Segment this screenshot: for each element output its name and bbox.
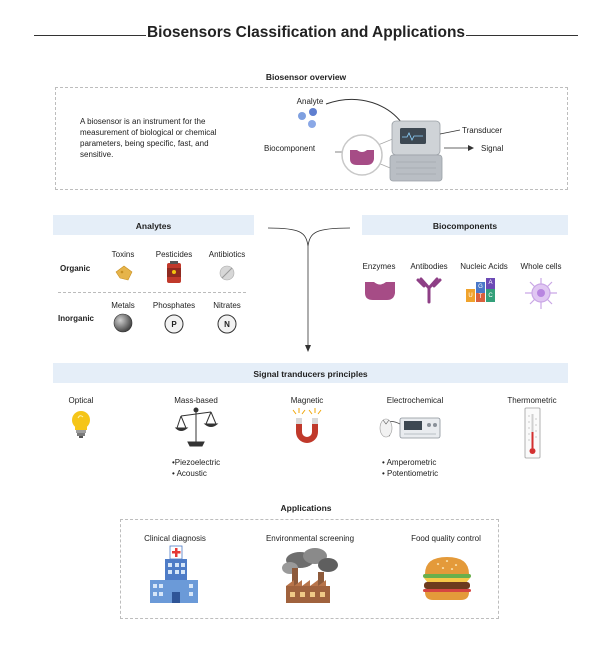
electrochemical-device-icon [379,417,441,439]
acoustic-label: • Acoustic [172,469,207,478]
burger-icon [423,557,471,600]
balance-scale-icon [174,407,219,447]
nucleic-letter-c: C [488,293,493,299]
antibody-icon [416,277,442,304]
toxins-label: Toxins [111,250,135,259]
overview-description: A biosensor is an instrument for the mea… [80,117,217,159]
biocomponent-label: Biocomponent [264,144,316,153]
analyte-molecules-icon [298,108,317,128]
analyte-arrow [325,98,405,127]
phosphate-symbol: P [171,320,177,329]
food-quality-control-label: Food quality control [411,534,481,543]
analytes-heading: Analytes [135,221,172,231]
page-title: Biosensors Classification and Applicatio… [146,24,466,41]
mass-based-label: Mass-based [174,396,218,405]
biocomponents-band [362,215,568,235]
nucleic-acids-icon [466,278,495,302]
transducers-heading: Signal tranducers principles [253,369,368,379]
metal-icon [113,313,133,333]
piezoelectric-label: •Piezoelectric [172,458,221,467]
magnet-icon [292,408,322,443]
biocomponents-heading: Biocomponents [432,221,498,231]
transducers-band [53,363,568,383]
magnetic-label: Magnetic [290,396,324,405]
light-bulb-icon [72,411,90,438]
metals-label: Metals [111,301,135,310]
thermometric-label: Thermometric [507,396,557,405]
transducer-label: Transducer [462,126,503,135]
analytes-divider [58,292,246,293]
hospital-icon [150,545,198,603]
antibiotic-icon [219,265,235,281]
analytes-band [53,215,254,235]
pesticide-icon [167,261,181,283]
inorganic-label: Inorganic [58,314,95,323]
pesticides-label: Pesticides [155,250,193,259]
nitrate-icon [217,314,237,334]
environmental-screening-label: Environmental screening [265,534,355,543]
analyte-label: Analyte [296,97,324,106]
nucleic-letter-u: U [468,293,473,299]
whole-cells-label: Whole cells [520,262,562,271]
overview-box [55,87,568,190]
nitrates-label: Nitrates [213,301,241,310]
nucleic-letter-g: G [478,284,483,290]
toxin-icon [115,265,133,281]
applications-heading: Applications [280,503,332,513]
thermometer-icon [524,407,541,459]
electrochemical-label: Electrochemical [386,396,444,405]
nitrate-symbol: N [224,320,230,329]
clinical-diagnosis-label: Clinical diagnosis [144,534,206,543]
enzyme-icon [365,282,395,300]
signal-label: Signal [481,144,504,153]
flow-connector-left [267,227,309,247]
factory-icon [282,548,338,603]
applications-box [120,519,499,619]
potentiometric-label: • Potentiometric [382,469,439,478]
nucleic-letter-t: T [478,294,483,300]
whole-cell-icon [525,278,557,309]
phosphates-label: Phosphates [152,301,196,310]
nucleic-acids-label: Nucleic Acids [460,262,508,271]
enzymes-label: Enzymes [362,262,396,271]
enzyme-small-icon [350,150,374,165]
overview-heading: Biosensor overview [265,72,347,82]
antibodies-label: Antibodies [410,262,448,271]
antibiotics-label: Antibiotics [208,250,246,259]
title-rule-left [34,35,146,36]
organic-label: Organic [60,264,91,273]
transducer-device-icon [389,120,443,182]
flow-connector-right [307,227,351,247]
phosphate-icon [164,314,184,334]
nucleic-letter-a: A [488,280,493,286]
amperometric-label: • Amperometric [382,458,437,467]
optical-label: Optical [68,396,94,405]
title-rule-right [466,35,578,36]
